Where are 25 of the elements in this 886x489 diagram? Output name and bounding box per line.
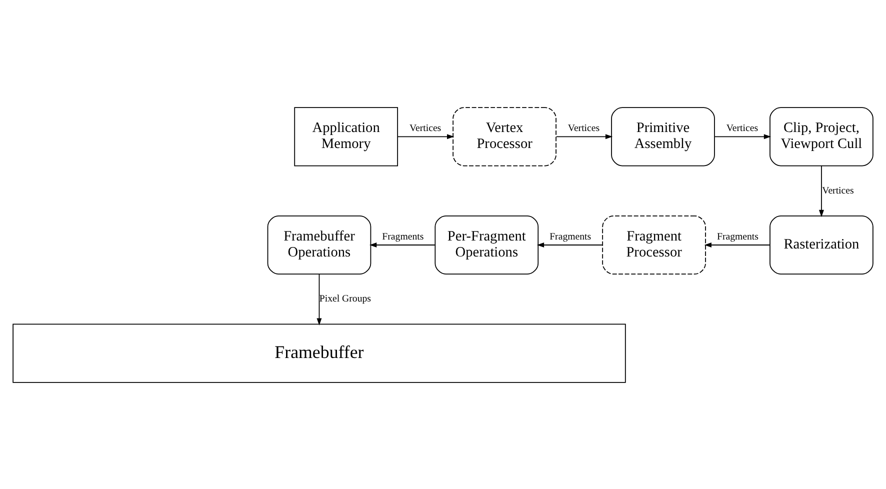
arrow	[369, 242, 436, 248]
node-box: Fragment Processor	[602, 214, 706, 274]
node-box: Rasterization	[770, 214, 874, 274]
arrow	[714, 134, 772, 139]
edge-label: Vertices	[726, 122, 758, 134]
edge-label: Fragments	[550, 230, 592, 242]
arrow	[398, 134, 454, 139]
arrow	[536, 242, 603, 248]
edge-label: Vertices	[409, 122, 442, 134]
node-box: Vertex Processor	[452, 106, 556, 166]
edge-label: Fragments	[382, 230, 424, 242]
edge-label: Pixel Groups	[319, 293, 371, 304]
edge-label: Vertices	[568, 122, 600, 134]
node-box: Primitive Assembly	[611, 106, 715, 166]
arrow	[556, 134, 613, 139]
arrow	[704, 242, 770, 248]
edge-label: Vertices	[822, 184, 854, 196]
arrow	[316, 273, 322, 325]
node-box: Framebuffer	[12, 323, 626, 382]
arrow	[818, 164, 824, 217]
node-box: Per-Fragment Operations	[434, 214, 539, 274]
node-box: Clip, Project, Viewport Cull	[770, 106, 874, 166]
node-box: Framebuffer Operations	[267, 214, 372, 274]
node-box: Application Memory	[294, 106, 398, 166]
edge-label: Fragments	[717, 230, 759, 242]
